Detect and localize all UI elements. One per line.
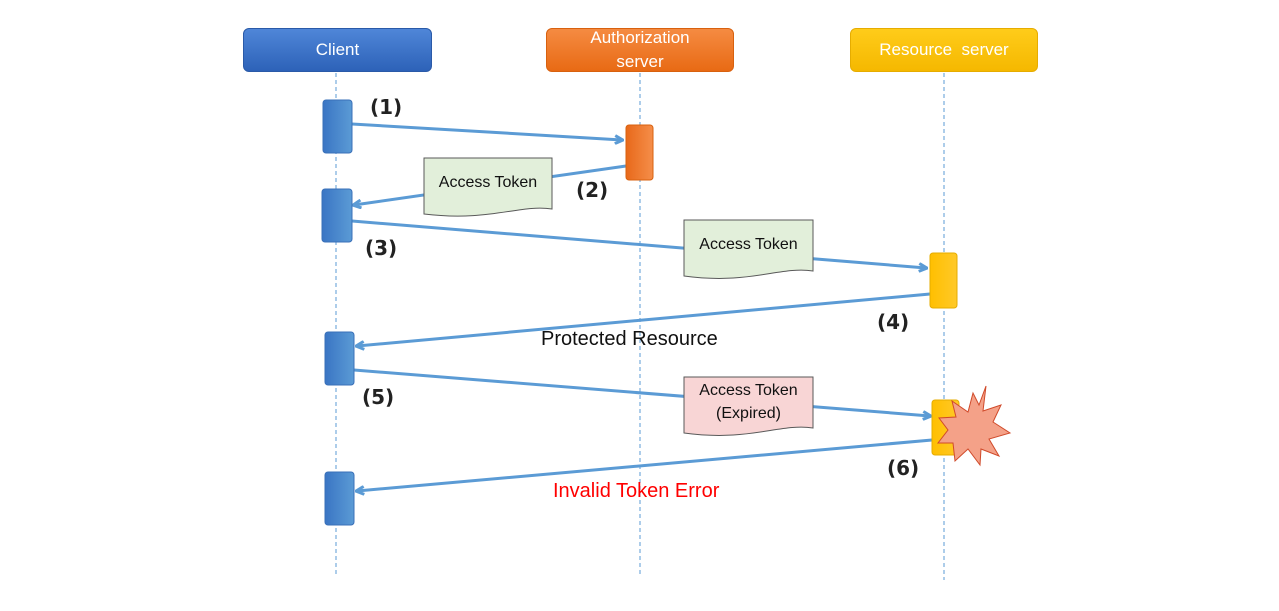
arrow-6-invalid-token-error [357, 438, 933, 491]
step-label-4: (4) [877, 310, 910, 334]
actor-client: Client [243, 28, 432, 72]
client-activation-4 [324, 471, 355, 526]
actor-auth-label-line2: server [616, 52, 664, 71]
access-token-expired-document [683, 376, 814, 436]
access-token-document-1-label: Access Token [438, 174, 538, 191]
access-token-expired-document-label: Access Token (Expired) [684, 379, 813, 425]
actor-client-label: Client [315, 40, 360, 59]
expired-doc-line2: (Expired) [716, 405, 781, 422]
access-token-document-1 [423, 157, 553, 217]
arrow-3-token-send [351, 219, 926, 268]
actor-resource-label: Resource server [879, 40, 1009, 59]
auth-activation-1 [625, 124, 654, 181]
step-label-1: (1) [370, 95, 403, 119]
actor-authorization-server: Authorization server [546, 28, 734, 72]
step-label-2: (2) [576, 178, 609, 202]
step-label-5: (5) [362, 385, 395, 409]
step-label-6: (6) [887, 456, 920, 480]
resource-activation-1 [929, 252, 958, 309]
access-token-document-2-label: Access Token [699, 236, 798, 253]
access-token-document-2 [683, 219, 814, 279]
actor-resource-server: Resource server [850, 28, 1038, 72]
client-activation-2 [321, 188, 353, 243]
arrow-4-protected-resource [357, 292, 931, 346]
client-activation-3 [324, 331, 355, 386]
invalid-token-error-label: Invalid Token Error [553, 480, 720, 502]
step-label-3: (3) [365, 236, 398, 260]
actor-auth-label-line1: Authorization [590, 28, 690, 47]
expired-doc-line1: Access Token [699, 382, 798, 399]
client-activation-1 [322, 99, 353, 154]
arrow-1-request [351, 122, 622, 140]
protected-resource-label: Protected Resource [541, 328, 718, 350]
arrow-5-expired-token-send [353, 368, 930, 416]
error-burst-icon [936, 385, 1012, 467]
